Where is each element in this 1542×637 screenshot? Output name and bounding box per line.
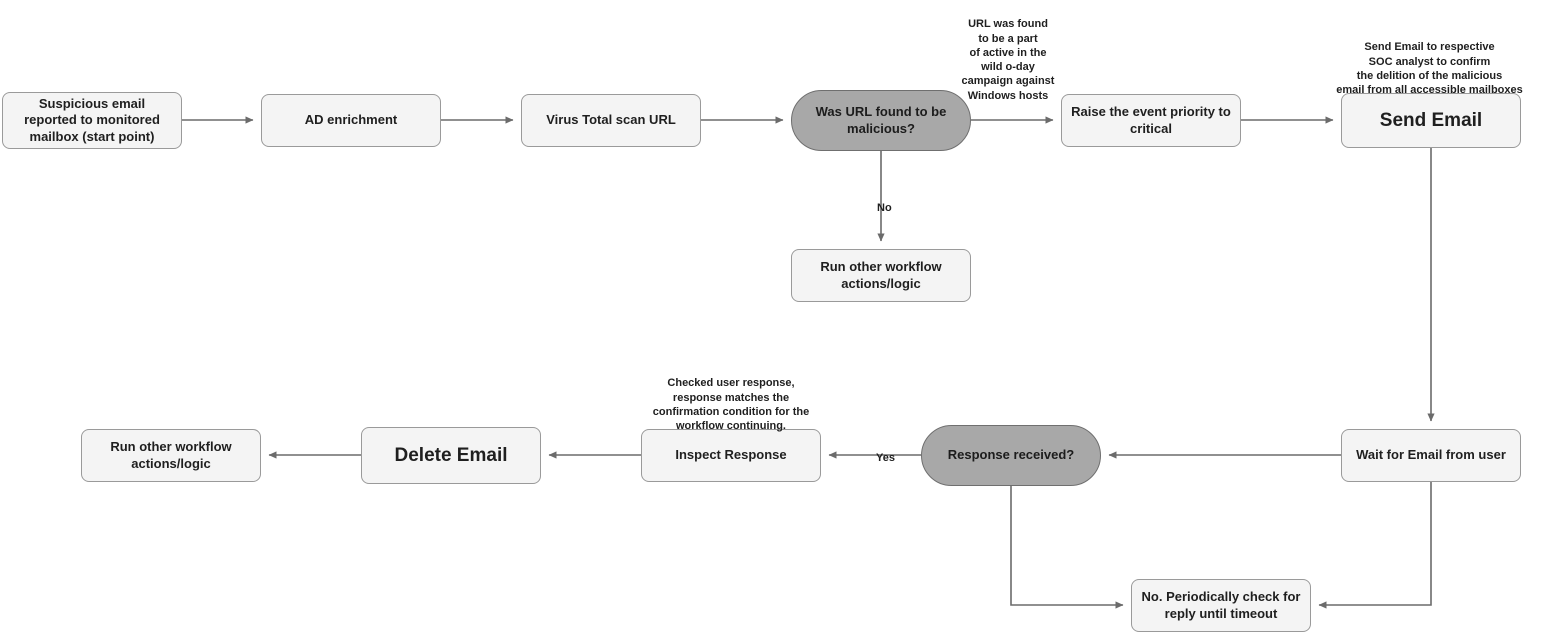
edge-label-text: No [877,201,892,214]
node-label: Inspect Response [675,447,787,463]
note-zero-day-campaign: URL was found to be a part of active in … [944,3,1072,103]
note-checked-user-response: Checked user response, response matches … [621,362,841,433]
node-label: Delete Email [394,444,508,466]
node-label: Run other workflow actions/logic [110,439,232,471]
note-text: Checked user response, response matches … [652,377,810,433]
node-delete-email[interactable]: Delete Email [361,427,541,484]
node-label: Was URL found to be malicious? [815,104,947,136]
note-text: URL was found to be a part of active in … [961,18,1055,102]
edge-label-no: No [877,188,892,216]
node-label: Suspicious email reported to monitored m… [24,96,160,144]
node-label: AD enrichment [304,112,398,128]
node-start[interactable]: Suspicious email reported to monitored m… [2,92,182,149]
edge-decision2-no-to-periodic [1010,486,1124,609]
note-text: Send Email to respective SOC analyst to … [1336,41,1523,97]
node-label: Raise the event priority to critical [1071,104,1231,136]
node-send-email[interactable]: Send Email [1341,93,1521,148]
edge-label-text: Yes [876,451,895,464]
edge-wait-loop-to-periodic [1318,482,1432,609]
node-label: Wait for Email from user [1356,447,1506,463]
node-ad-enrichment[interactable]: AD enrichment [261,94,441,147]
node-label: Run other workflow actions/logic [820,259,942,291]
node-decision-response-received[interactable]: Response received? [921,425,1101,486]
node-decision-url-malicious[interactable]: Was URL found to be malicious? [791,90,971,151]
node-virus-total-scan-url[interactable]: Virus Total scan URL [521,94,701,147]
node-periodic-check[interactable]: No. Periodically check for reply until t… [1131,579,1311,632]
node-inspect-response[interactable]: Inspect Response [641,429,821,482]
node-label: Virus Total scan URL [546,112,676,128]
node-label: No. Periodically check for reply until t… [1141,589,1301,621]
node-label: Response received? [947,447,1075,463]
node-raise-event-priority[interactable]: Raise the event priority to critical [1061,94,1241,147]
note-send-email-details: Send Email to respective SOC analyst to … [1312,26,1542,97]
edge-label-yes: Yes [876,438,895,466]
node-wait-for-email[interactable]: Wait for Email from user [1341,429,1521,482]
node-run-other-workflow-1[interactable]: Run other workflow actions/logic [791,249,971,302]
node-label: Send Email [1379,109,1483,131]
node-run-other-workflow-2[interactable]: Run other workflow actions/logic [81,429,261,482]
